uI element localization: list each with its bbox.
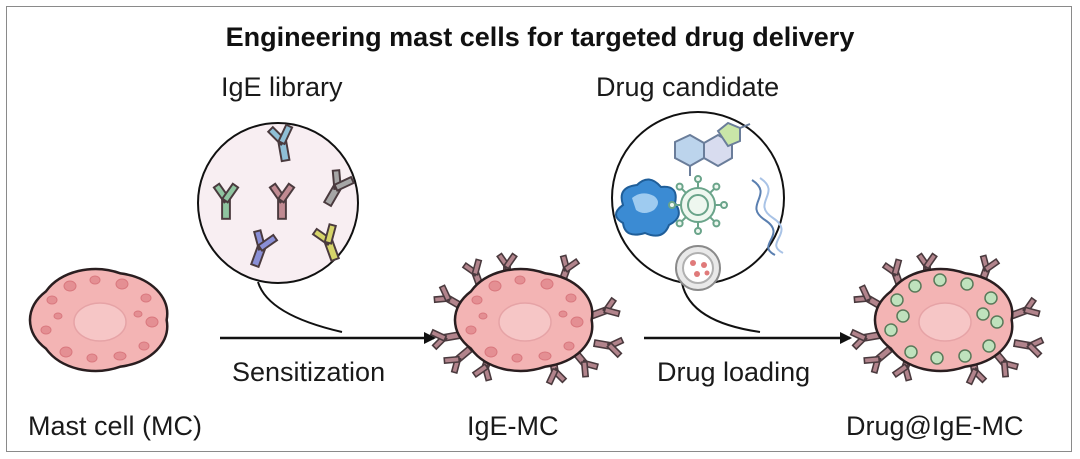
- ige-receptor-icon: [881, 258, 905, 290]
- protein-icon: [615, 178, 680, 237]
- granule: [53, 312, 63, 320]
- granule: [478, 312, 488, 320]
- drug-loaded-mast-cell-icon: [849, 252, 1045, 386]
- antibody-icon: [311, 223, 341, 263]
- granule: [145, 316, 159, 328]
- figure-title: Engineering mast cells for targeted drug…: [225, 22, 855, 52]
- ige-receptor-icon: [1012, 336, 1045, 359]
- granule: [540, 278, 554, 290]
- drug-granule: [990, 315, 1004, 329]
- granule: [565, 293, 577, 303]
- granule: [570, 316, 584, 328]
- granule: [46, 295, 58, 305]
- granule: [59, 346, 73, 358]
- granule: [471, 295, 483, 305]
- drug-granule: [984, 291, 998, 305]
- virus-spike-tip: [694, 175, 702, 183]
- virus-spike-tip: [675, 182, 684, 191]
- drug-granule: [982, 339, 996, 353]
- sensitization-label: Sensitization: [232, 357, 386, 387]
- virus-spike-tip: [712, 182, 721, 191]
- mast-cell-label: Mast cell (MC): [28, 411, 202, 441]
- figure-frame: [6, 6, 1072, 452]
- antibody-icon: [249, 229, 279, 269]
- granule: [115, 278, 129, 290]
- drug-granule: [884, 323, 898, 337]
- mast-cell-icon: [28, 267, 169, 373]
- drug-granule: [960, 277, 974, 291]
- drug-granule: [904, 345, 918, 359]
- granule: [488, 280, 502, 292]
- granule: [558, 310, 568, 318]
- drug-loading-label: Drug loading: [657, 357, 811, 387]
- granule: [86, 353, 98, 363]
- drug-granule: [933, 273, 947, 287]
- granule: [538, 351, 552, 361]
- drug-granule: [896, 309, 910, 323]
- ige-receptor-icon: [849, 328, 882, 351]
- granule: [133, 310, 143, 318]
- drug-granule: [908, 279, 922, 293]
- cell-nucleus: [73, 302, 127, 342]
- ige-mc-label: IgE-MC: [467, 411, 559, 441]
- ige-receptor-icon: [443, 345, 474, 374]
- drug-ige-mc-label: Drug@IgE-MC: [846, 411, 1024, 441]
- virus-spike-tip: [694, 227, 702, 235]
- granule: [140, 293, 152, 303]
- antibody-icon: [266, 123, 294, 163]
- drug-granule: [958, 349, 972, 363]
- nanoparticle-icon: [668, 175, 728, 235]
- drug-granule: [976, 307, 990, 321]
- antibody-icon: [212, 182, 240, 220]
- antibody-icon: [268, 182, 296, 220]
- granule: [465, 325, 477, 335]
- ige-receptor-icon: [1009, 296, 1041, 320]
- virus-spike-tip: [668, 201, 676, 209]
- granule: [138, 341, 150, 351]
- ige-library-antibodies: [212, 123, 356, 269]
- cell-nucleus: [498, 302, 552, 342]
- drug-granule: [930, 351, 944, 365]
- granule: [511, 353, 523, 363]
- granule: [563, 341, 575, 351]
- granule: [514, 275, 526, 285]
- drug-candidate-pointer: [681, 282, 761, 333]
- drug-candidate-label: Drug candidate: [596, 72, 780, 102]
- granule: [40, 325, 52, 335]
- granule: [484, 346, 498, 358]
- virus-spike-tip: [712, 219, 721, 228]
- liposome-icon: [675, 245, 721, 291]
- ige-receptor-icon: [863, 345, 894, 374]
- granule: [63, 280, 77, 292]
- granule: [89, 275, 101, 285]
- granule: [113, 351, 127, 361]
- antibody-icon: [322, 169, 356, 208]
- ige-receptor-icon: [592, 336, 625, 359]
- cell-nucleus: [918, 302, 972, 342]
- small-molecule-icon: [674, 121, 751, 176]
- ige-library-pointer: [257, 281, 343, 333]
- ige-mast-cell-icon: [429, 252, 625, 386]
- virus-spike-tip: [675, 219, 684, 228]
- ige-library-label: IgE library: [221, 72, 343, 102]
- drug-granule: [890, 293, 904, 307]
- ige-receptor-icon: [589, 296, 621, 320]
- virus-spike-tip: [720, 201, 728, 209]
- nucleic-acid-icon: [751, 177, 784, 256]
